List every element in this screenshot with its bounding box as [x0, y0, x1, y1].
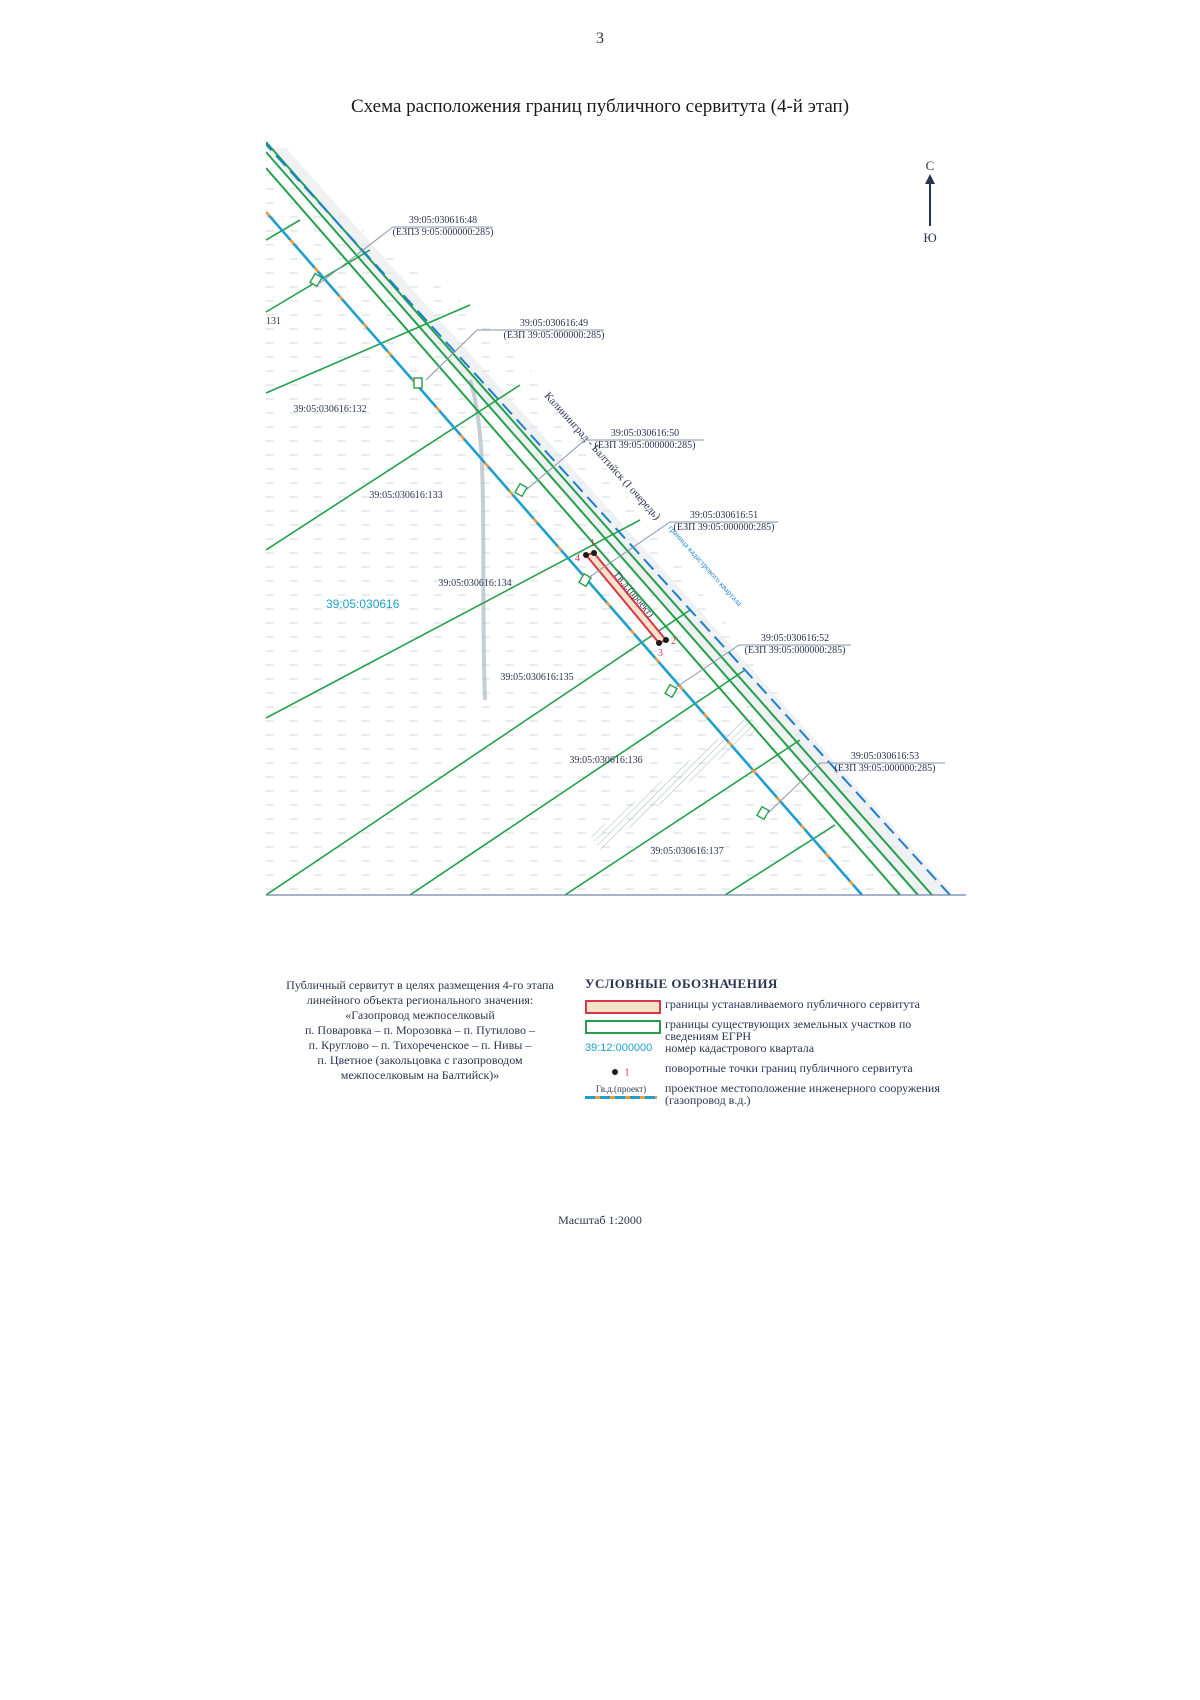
- callout-50-number: 39:05:030616:50: [611, 428, 679, 439]
- turn-point-1: [591, 550, 597, 556]
- north-arrow: С Ю: [910, 158, 950, 248]
- callout-53-number: 39:05:030616:53: [851, 751, 919, 762]
- parcel-line-133: [266, 519, 641, 719]
- gas-code: Гв.д.(проект): [595, 1084, 647, 1094]
- parcel-label-135: 39:05:030616:135: [500, 672, 573, 683]
- callout-52-ezp: (ЕЗП 39:05:000000:285): [745, 645, 846, 656]
- legend-points-text: поворотные точки границ публичного серви…: [665, 1061, 913, 1075]
- parcel-label-134: 39:05:030616:134: [438, 578, 511, 589]
- track-line: [468, 379, 487, 701]
- boundary-line-inner: [266, 167, 901, 895]
- parcel-line-134: [266, 609, 691, 895]
- callout-51-ezp: (ЕЗП 39:05:000000:285): [674, 522, 775, 533]
- callout-49-ezp: (ЕЗП 39:05:000000:285): [504, 330, 605, 341]
- quarter-boundary: [266, 142, 951, 895]
- gas-markers: [309, 272, 770, 821]
- map-scale: Масштаб 1:2000: [558, 1213, 642, 1227]
- compass-south-label: Ю: [923, 230, 937, 245]
- parcel-line-135: [409, 669, 746, 895]
- parcel-line-132: [266, 384, 521, 551]
- map-legend: УСЛОВНЫЕ ОБОЗНАЧЕНИЯ границы устанавлива…: [585, 976, 965, 1108]
- point-number: 1: [624, 1066, 630, 1079]
- turn-point-4: [583, 552, 589, 558]
- legend-row-parcels: границы существующих земельных участков …: [585, 1018, 965, 1042]
- gas-pipeline-dashes: [266, 211, 863, 895]
- page-number: 3: [596, 30, 604, 47]
- callout-leaders: [319, 226, 945, 816]
- parcel-lines: [266, 219, 836, 895]
- compass-north-label: С: [925, 158, 935, 173]
- gas-line-swatch: [585, 1096, 657, 1099]
- caption-line: п. Круглово – п. Тихореченское – п. Нивы…: [308, 1038, 532, 1052]
- parcel-label-136: 39:05:030616:136: [569, 755, 642, 766]
- callout-leader-49: [425, 329, 604, 381]
- parcel-label-133: 39:05:030616:133: [369, 490, 442, 501]
- point-dot-icon: [612, 1069, 619, 1076]
- callout-53-ezp: (ЕЗП 39:05:000000:285): [835, 763, 936, 774]
- callout-48-ezp: (ЕЗП3 9:05:000000:285): [393, 227, 494, 238]
- edge-parcel-label: 131: [266, 316, 281, 327]
- turn-point-label-1: 1: [590, 538, 595, 549]
- parcel-swatch: [585, 1020, 661, 1034]
- gas-marker: [413, 377, 423, 389]
- servitude-swatch: [585, 1000, 661, 1014]
- callout-leader-53: [765, 762, 945, 816]
- turn-points: [583, 550, 669, 646]
- turn-point-symbol: 1: [585, 1064, 657, 1078]
- hatched-strip: [590, 715, 760, 850]
- parcel-label-137: 39:05:030616:137: [650, 846, 723, 857]
- legend-row-gas: Гв.д.(проект) проектное местоположение и…: [585, 1082, 965, 1108]
- callout-leader-50: [525, 439, 704, 491]
- legend-gas-text: проектное местоположение инженерного соо…: [665, 1081, 940, 1107]
- parcel-label-132: 39:05:030616:132: [293, 404, 366, 415]
- turn-point-2: [663, 637, 669, 643]
- legend-quarter-text: номер кадастрового квартала: [665, 1041, 815, 1055]
- callout-49-number: 39:05:030616:49: [520, 318, 588, 329]
- callout-48-number: 39:05:030616:48: [409, 215, 477, 226]
- turn-point-label-2: 2: [671, 636, 676, 647]
- boundary-line-middle: [266, 151, 919, 895]
- legend-title: УСЛОВНЫЕ ОБОЗНАЧЕНИЯ: [585, 976, 778, 991]
- gas-marker: [578, 572, 592, 588]
- callout-51-number: 39:05:030616:51: [690, 510, 758, 521]
- parcel-line-49: [266, 304, 471, 394]
- callout-leader-48: [319, 226, 493, 284]
- turn-point-3: [656, 640, 662, 646]
- caption-line: Публичный сервитут в целях размещения 4-…: [286, 978, 554, 992]
- gas-marker: [309, 272, 323, 288]
- callout-leader-51: [587, 521, 778, 579]
- caption-line: линейного объекта регионального значения…: [306, 993, 534, 1007]
- quarter-label: 39:05:030616: [326, 597, 400, 611]
- turn-point-label-3: 3: [658, 648, 663, 659]
- callout-leader-52: [674, 644, 851, 689]
- quarter-code: 39:12:000000: [585, 1042, 653, 1054]
- gas-line-symbol: Гв.д.(проект): [585, 1084, 657, 1099]
- parcel-line-137: [724, 824, 836, 895]
- legend-row-points: 1 поворотные точки границ публичного сер…: [585, 1062, 965, 1082]
- gas-marker: [664, 683, 678, 699]
- servitude-caption: Публичный сервитут в целях размещения 4-…: [270, 978, 570, 1083]
- gas-marker: [514, 482, 528, 498]
- legend-parcels-text: границы существующих земельных участков …: [665, 1017, 912, 1043]
- caption-line: п. Цветное (закольцовка с газопроводом: [317, 1053, 523, 1067]
- callout-50-ezp: (ЕЗП 39:05:000000:285): [595, 440, 696, 451]
- parcel-line-136: [564, 739, 801, 895]
- callout-52-number: 39:05:030616:52: [761, 633, 829, 644]
- north-arrow-icon: [925, 174, 935, 226]
- turn-point-label-4: 4: [575, 553, 580, 564]
- caption-line: межпоселковым на Балтийск)»: [340, 1068, 500, 1082]
- legend-row-quarter: 39:12:000000 номер кадастрового квартала: [585, 1042, 965, 1062]
- legend-row-servitude: границы устанавливаемого публичного серв…: [585, 998, 965, 1018]
- page-title: Схема расположения границ публичного сер…: [350, 96, 850, 117]
- caption-line: п. Поваровка – п. Морозовка – п. Путилов…: [305, 1023, 535, 1037]
- caption-line: «Газопровод межпоселковый: [345, 1008, 495, 1022]
- legend-servitude-text: границы устанавливаемого публичного серв…: [665, 997, 920, 1011]
